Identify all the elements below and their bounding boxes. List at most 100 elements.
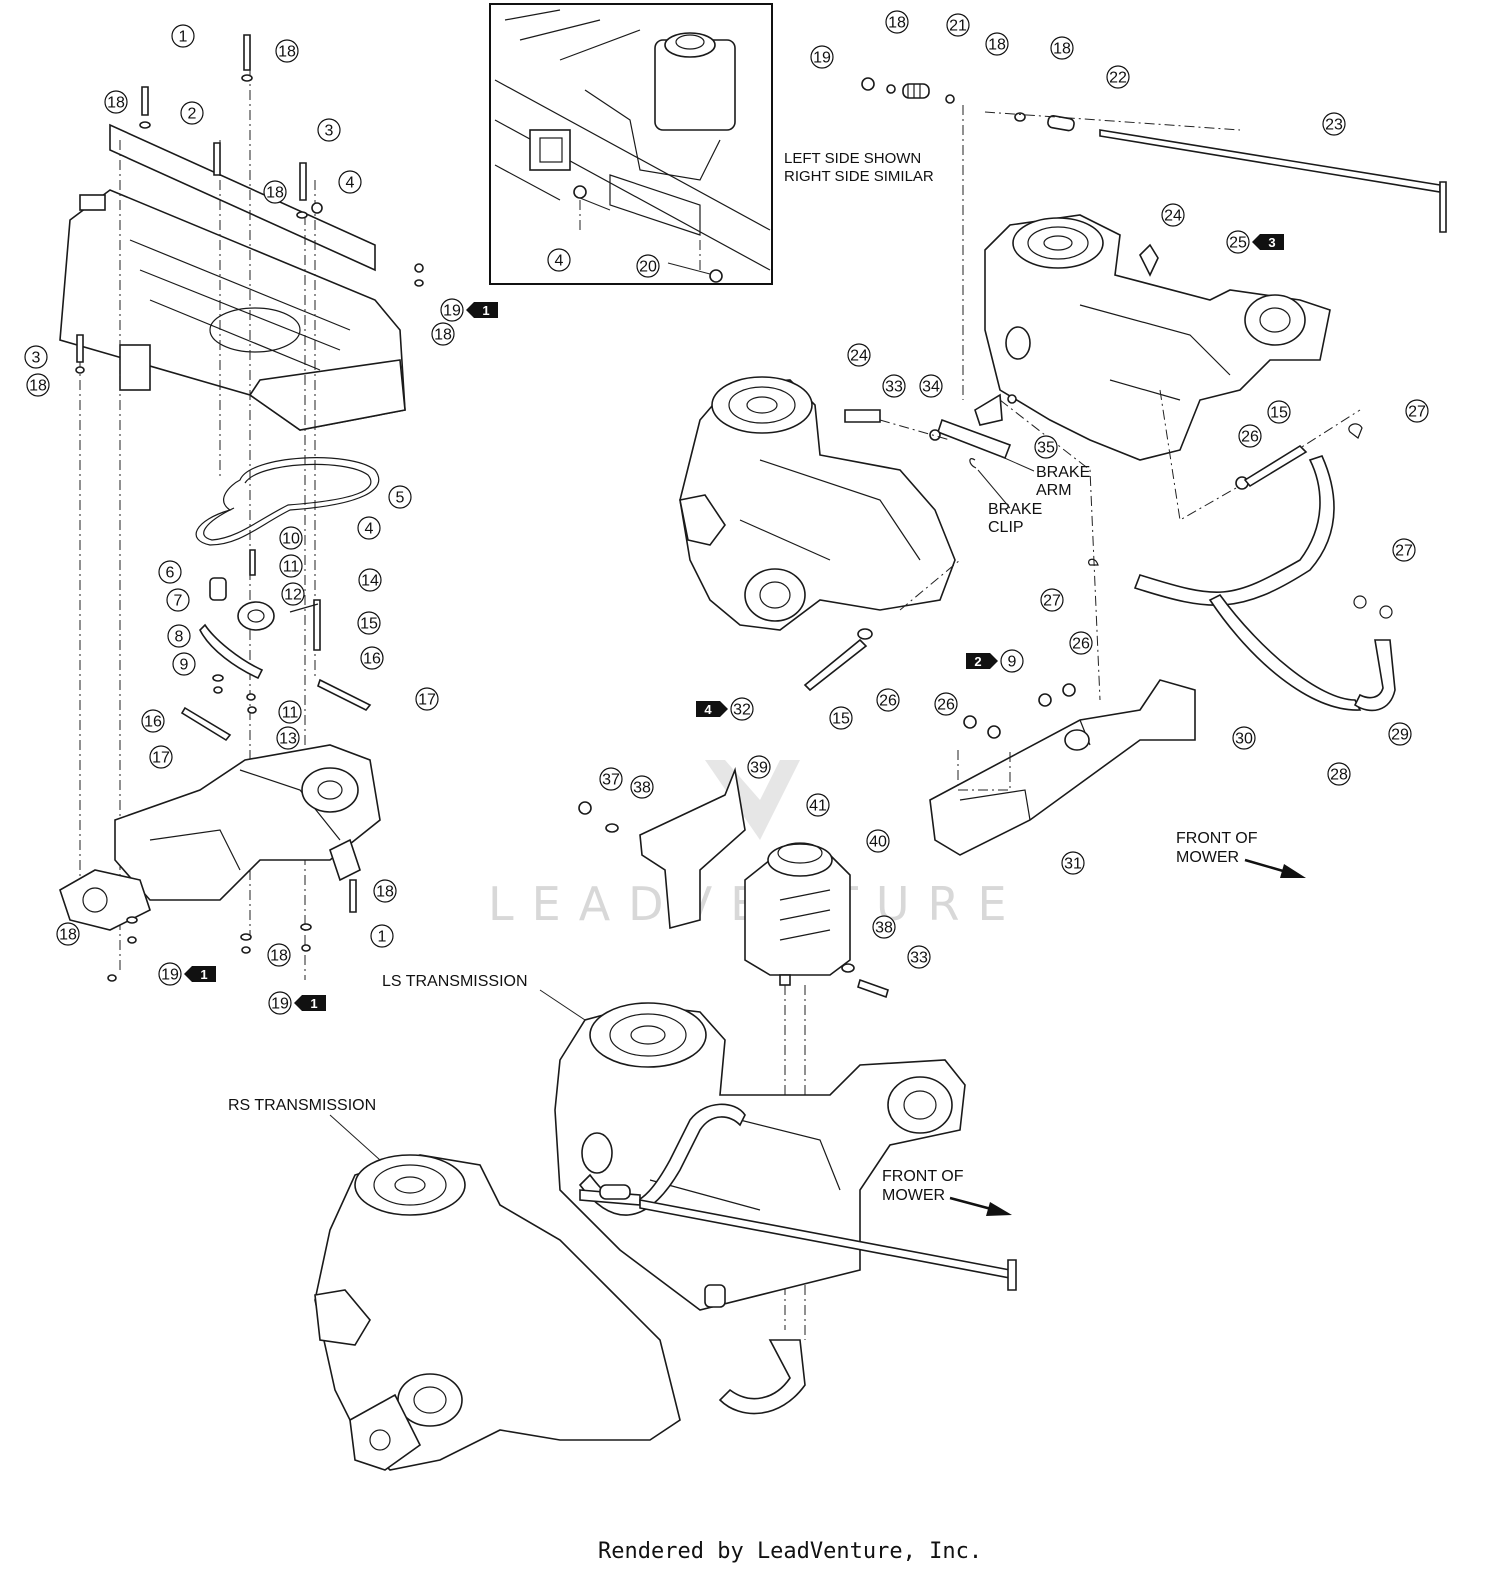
- callout-circle: [885, 10, 909, 34]
- callout-circle: [357, 611, 381, 635]
- callout-c22: 22: [1106, 65, 1130, 89]
- callout-number: 24: [1164, 208, 1182, 225]
- callout-number: 26: [879, 693, 897, 710]
- inset-caption-line1: LEFT SIDE SHOWN: [784, 150, 921, 167]
- footer-credit: Rendered by LeadVenture, Inc.: [598, 1539, 982, 1564]
- callout-circle: [1050, 36, 1074, 60]
- callout-number: 18: [434, 327, 452, 344]
- callout-circle: [338, 170, 362, 194]
- callout-circle: [636, 254, 660, 278]
- callout-circle: [1405, 399, 1429, 423]
- callout-c16b: 16: [141, 709, 165, 733]
- callout-circle: [373, 879, 397, 903]
- callout-c6: 6: [158, 560, 182, 584]
- callout-number: 9: [1008, 654, 1017, 671]
- callout-c10: 10: [279, 526, 303, 550]
- callout-c31: 31: [1061, 851, 1085, 875]
- callout-c30: 30: [1232, 726, 1256, 750]
- callout-circle: [1069, 631, 1093, 655]
- callout-number: 25: [1229, 235, 1247, 252]
- callout-circle: [630, 775, 654, 799]
- callout-circle: [415, 687, 439, 711]
- callout-circle: [388, 485, 412, 509]
- callout-c39: 39: [747, 755, 771, 779]
- note-flag: [696, 701, 728, 717]
- callout-circle: [1226, 230, 1250, 254]
- callout-c29: 29: [1388, 722, 1412, 746]
- callout-c7: 7: [166, 588, 190, 612]
- callout-c18d: 18: [431, 322, 455, 346]
- callout-circle: [281, 582, 305, 606]
- note-flag: [1252, 234, 1284, 250]
- callout-number: 18: [988, 37, 1006, 54]
- callout-circle: [24, 345, 48, 369]
- callout-circle: [1327, 762, 1351, 786]
- brake-labels: BRAKE ARM BRAKE CLIP: [977, 455, 1090, 536]
- callout-circle: [56, 922, 80, 946]
- captions: LS TRANSMISSION RS TRANSMISSION FRONT OF…: [228, 830, 1306, 1216]
- callout-c19d: 19: [810, 45, 834, 69]
- callout-number: 18: [1053, 41, 1071, 58]
- callout-c27c: 27: [1040, 588, 1064, 612]
- callout-c17a: 17: [415, 687, 439, 711]
- callout-number: 38: [633, 780, 651, 797]
- callout-number: 19: [443, 303, 461, 320]
- callout-c34: 34: [919, 374, 943, 398]
- callout-number: 4: [555, 253, 564, 270]
- callout-number: 17: [152, 750, 170, 767]
- callout-number: 27: [1408, 404, 1426, 421]
- callout-c26d: 26: [876, 688, 900, 712]
- callout-circle: [1322, 112, 1346, 136]
- lower-left-transmission: [59, 744, 381, 931]
- callout-circle: [1388, 722, 1412, 746]
- callout-number: 18: [270, 948, 288, 965]
- callout-circle: [358, 568, 382, 592]
- callout-number: 11: [283, 559, 300, 576]
- rs-transmission-label: RS TRANSMISSION: [228, 1097, 376, 1114]
- brake-arm-label-2: ARM: [1036, 482, 1072, 499]
- callout-circle: [370, 924, 394, 948]
- callout-circle: [806, 793, 830, 817]
- callout-c18a: 18: [275, 39, 299, 63]
- inset-caption-line2: RIGHT SIDE SIMILAR: [784, 168, 934, 185]
- callout-number: 18: [107, 95, 125, 112]
- callout-circle: [1232, 726, 1256, 750]
- callout-circle: [26, 373, 50, 397]
- callout-circle: [882, 374, 906, 398]
- callout-number: 11: [282, 705, 299, 722]
- callout-number: 2: [188, 106, 197, 123]
- callout-c20: 20: [636, 254, 660, 278]
- callout-c18h: 18: [267, 943, 291, 967]
- hardware-lower-left: [107, 879, 357, 982]
- callout-circle: [1000, 649, 1024, 673]
- callout-c27a: 27: [1405, 399, 1429, 423]
- oil-reservoir: [744, 842, 889, 1340]
- callout-c18b: 18: [104, 90, 128, 114]
- callout-c18g: 18: [56, 922, 80, 946]
- callout-number: 9: [180, 657, 189, 674]
- callout-c37: 37: [599, 767, 623, 791]
- callout-circle: [946, 13, 970, 37]
- callout-number: 14: [361, 573, 379, 590]
- rs-transmission: [314, 1103, 1017, 1471]
- callout-circle: [172, 652, 196, 676]
- callout-c15a: 15: [357, 611, 381, 635]
- callout-c18k: 18: [1050, 36, 1074, 60]
- callout-circle: [104, 90, 128, 114]
- callout-circle: [1267, 400, 1291, 424]
- callout-number: 16: [144, 714, 162, 731]
- callout-number: 18: [376, 884, 394, 901]
- callout-number: 18: [266, 185, 284, 202]
- callout-c38b: 38: [872, 915, 896, 939]
- callout-number: 3: [325, 123, 334, 140]
- front-of-mower-label-a1: FRONT OF: [1176, 830, 1258, 847]
- callout-number: 21: [949, 18, 967, 35]
- callout-c18i: 18: [885, 10, 909, 34]
- callout-number: 17: [418, 692, 436, 709]
- callout-number: 15: [360, 616, 378, 633]
- callout-circle: [267, 943, 291, 967]
- callout-number: 18: [888, 15, 906, 32]
- note-flag-number: 1: [200, 967, 207, 982]
- callout-circle: [1061, 851, 1085, 875]
